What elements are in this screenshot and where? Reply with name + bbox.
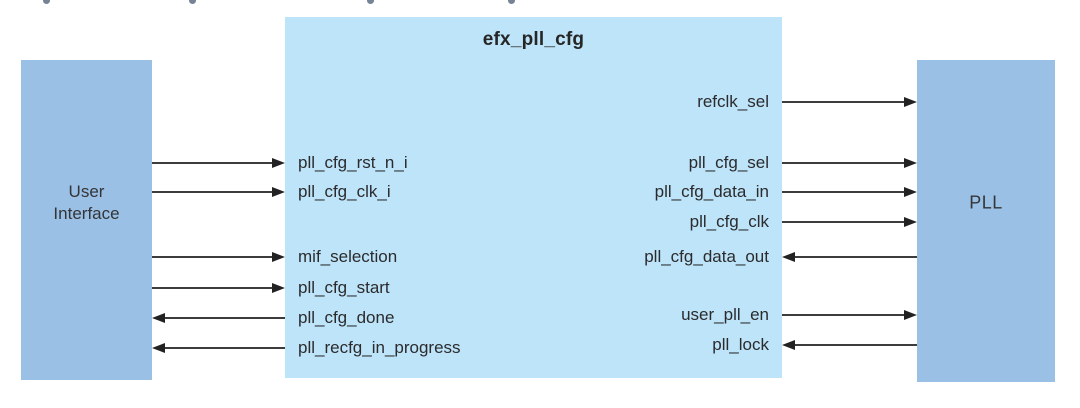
- user-interface-label-line2: Interface: [53, 204, 120, 223]
- cropped-caption-descender: [367, 0, 374, 4]
- signal-label-mif-selection: mif_selection: [298, 247, 398, 266]
- signal-label-pll-cfg-data-in: pll_cfg_data_in: [654, 182, 769, 201]
- signal-label-pll-cfg-data-out: pll_cfg_data_out: [644, 247, 769, 266]
- arrow-line-pll-cfg-done: [165, 317, 285, 319]
- arrow-line-pll-cfg-rst-n-i: [152, 162, 273, 164]
- arrow-line-user-pll-en: [782, 314, 905, 316]
- signal-label-pll-cfg-start: pll_cfg_start: [298, 278, 390, 297]
- arrowhead-left-icon: [152, 342, 165, 353]
- arrowhead-left-icon: [782, 251, 795, 262]
- pll-label: PLL: [969, 192, 1003, 213]
- signal-label-refclk-sel: refclk_sel: [697, 92, 769, 111]
- arrowhead-right-icon: [904, 157, 917, 168]
- arrowhead-right-icon: [272, 282, 285, 293]
- signal-label-pll-cfg-clk-i: pll_cfg_clk_i: [298, 182, 391, 201]
- arrow-line-pll-cfg-sel: [782, 162, 905, 164]
- user-interface-label: User Interface: [21, 181, 152, 225]
- user-interface-block: [21, 60, 152, 380]
- arrow-line-pll-recfg-in-progress: [165, 347, 285, 349]
- arrow-line-mif-selection: [152, 256, 273, 258]
- center-block-title: efx_pll_cfg: [482, 29, 585, 50]
- signal-label-user-pll-en: user_pll_en: [681, 305, 769, 324]
- arrowhead-right-icon: [904, 186, 917, 197]
- signal-label-pll-recfg-in-progress: pll_recfg_in_progress: [298, 338, 461, 357]
- cropped-caption-descender: [43, 0, 50, 4]
- user-interface-label-line1: User: [68, 182, 105, 201]
- arrowhead-left-icon: [782, 339, 795, 350]
- cropped-caption-descender: [508, 0, 515, 4]
- arrow-line-pll-cfg-data-in: [782, 191, 905, 193]
- efx-pll-cfg-block: [285, 17, 782, 378]
- signal-label-pll-lock: pll_lock: [712, 335, 769, 354]
- arrowhead-left-icon: [152, 312, 165, 323]
- cropped-caption-descender: [189, 0, 196, 4]
- signal-label-pll-cfg-done: pll_cfg_done: [298, 308, 395, 327]
- arrow-line-refclk-sel: [782, 101, 905, 103]
- arrowhead-right-icon: [272, 186, 285, 197]
- arrow-line-pll-lock: [795, 344, 917, 346]
- arrowhead-right-icon: [904, 309, 917, 320]
- arrowhead-right-icon: [904, 216, 917, 227]
- arrow-line-pll-cfg-clk: [782, 221, 905, 223]
- signal-label-pll-cfg-clk: pll_cfg_clk: [689, 212, 769, 231]
- arrow-line-pll-cfg-start: [152, 287, 273, 289]
- arrowhead-right-icon: [272, 251, 285, 262]
- arrowhead-right-icon: [904, 96, 917, 107]
- arrowhead-right-icon: [272, 157, 285, 168]
- signal-label-pll-cfg-sel: pll_cfg_sel: [688, 153, 769, 172]
- signal-label-pll-cfg-rst-n-i: pll_cfg_rst_n_i: [298, 153, 408, 172]
- pll-block: [917, 60, 1055, 382]
- arrow-line-pll-cfg-data-out: [795, 256, 917, 258]
- arrow-line-pll-cfg-clk-i: [152, 191, 273, 193]
